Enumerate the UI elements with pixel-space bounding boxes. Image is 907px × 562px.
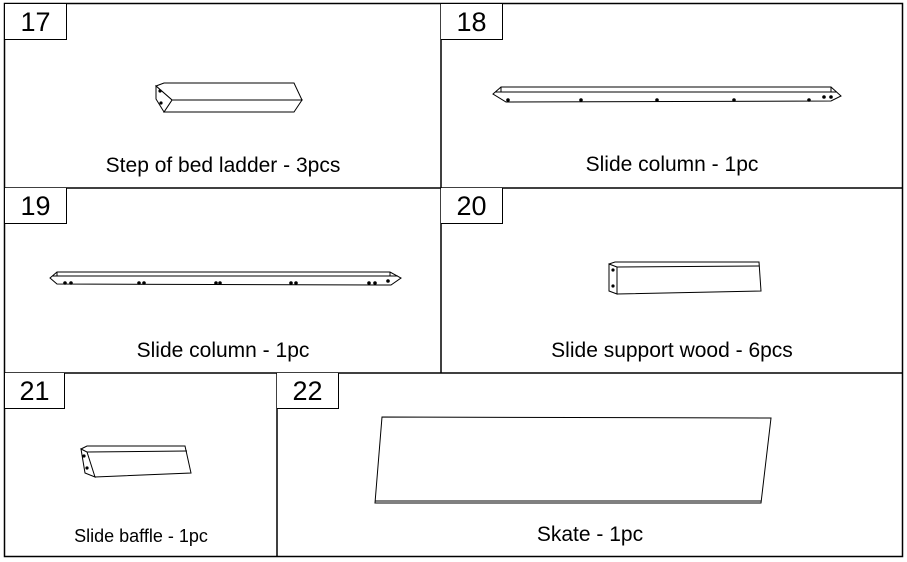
part-cell-19: 19 Slide column - 1pc: [5, 188, 441, 373]
part-number: 20: [441, 188, 503, 224]
part-caption: Step of bed ladder - 3pcs: [105, 154, 341, 177]
part-number: 17: [5, 4, 67, 40]
part-caption: Slide column - 1pc: [136, 339, 310, 362]
part-caption: Slide baffle - 1pc: [74, 526, 208, 546]
part-cell-18: 18 Slide column - 1pc: [441, 4, 903, 188]
support-wood-board-icon: [608, 261, 762, 295]
part-caption: Slide support wood - 6pcs: [551, 339, 793, 362]
part-caption: Skate - 1pc: [536, 523, 644, 546]
slide-column-rail-icon: [49, 271, 402, 286]
part-number: 18: [441, 4, 503, 40]
part-number: 22: [277, 373, 339, 409]
ladder-step-board-icon: [155, 82, 303, 113]
part-number: 21: [5, 373, 65, 409]
baffle-board-icon: [80, 445, 192, 478]
part-cell-21: 21 Slide baffle - 1pc: [5, 373, 277, 557]
skate-panel-icon: [374, 416, 772, 504]
slide-column-rail-icon: [492, 86, 842, 103]
part-caption: Slide column - 1pc: [585, 153, 759, 176]
part-cell-20: 20 Slide support wood - 6pcs: [441, 188, 903, 373]
part-cell-22: 22 Skate - 1pc: [277, 373, 903, 557]
part-cell-17: 17 Step of bed ladder - 3pcs: [5, 4, 441, 188]
part-number: 19: [5, 188, 67, 224]
